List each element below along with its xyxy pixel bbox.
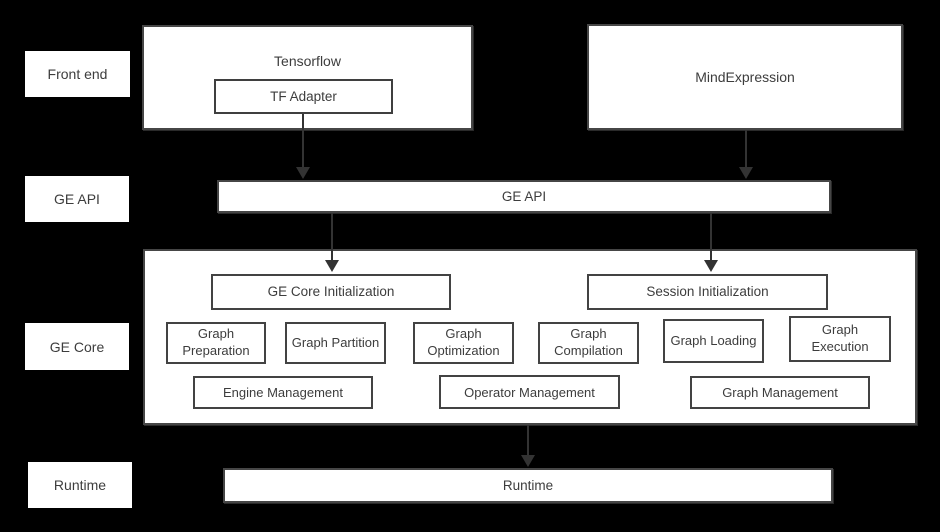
- operator-management-box: Operator Management: [439, 375, 620, 409]
- mindexpression-box: MindExpression: [587, 24, 903, 130]
- graph-preparation-box: Graph Preparation: [166, 322, 266, 364]
- ge-core-container: GE Core Initialization Session Initializ…: [143, 249, 917, 425]
- arrow-head-icon: [704, 260, 718, 272]
- graph-loading-box: Graph Loading: [663, 319, 764, 363]
- graph-execution-box: Graph Execution: [789, 316, 891, 362]
- arrow-shaft: [331, 213, 333, 263]
- tf-adapter-box: TF Adapter: [214, 79, 393, 114]
- arrow-shaft: [527, 425, 529, 458]
- tensorflow-box: Tensorflow TF Adapter: [142, 25, 473, 130]
- row-label-ge-core: GE Core: [25, 323, 129, 370]
- row-label-ge-api: GE API: [25, 176, 129, 222]
- runtime-bar: Runtime: [223, 468, 833, 503]
- ge-api-bar: GE API: [217, 180, 831, 213]
- arrow-shaft: [710, 213, 712, 263]
- graph-partition-box: Graph Partition: [285, 322, 386, 364]
- engine-management-box: Engine Management: [193, 376, 373, 409]
- ge-core-initialization-box: GE Core Initialization: [211, 274, 451, 310]
- arrow-ge-core-to-runtime: [521, 425, 535, 467]
- arrow-ge-api-to-ge-core-init: [325, 213, 339, 272]
- arrow-tf-adapter-to-ge-api: [296, 114, 310, 179]
- row-label-front-end: Front end: [25, 51, 130, 97]
- graph-compilation-box: Graph Compilation: [538, 322, 639, 364]
- arrow-head-icon: [325, 260, 339, 272]
- arrow-head-icon: [521, 455, 535, 467]
- arrow-mindexpression-to-ge-api: [739, 130, 753, 179]
- arrow-ge-api-to-session-init: [704, 213, 718, 272]
- graph-management-box: Graph Management: [690, 376, 870, 409]
- tensorflow-label: Tensorflow: [274, 53, 341, 69]
- arrow-head-icon: [739, 167, 753, 179]
- graph-optimization-box: Graph Optimization: [413, 322, 514, 364]
- arrow-shaft: [302, 114, 304, 170]
- arrow-shaft: [745, 130, 747, 170]
- row-label-runtime: Runtime: [28, 462, 132, 508]
- session-initialization-box: Session Initialization: [587, 274, 828, 310]
- arrow-head-icon: [296, 167, 310, 179]
